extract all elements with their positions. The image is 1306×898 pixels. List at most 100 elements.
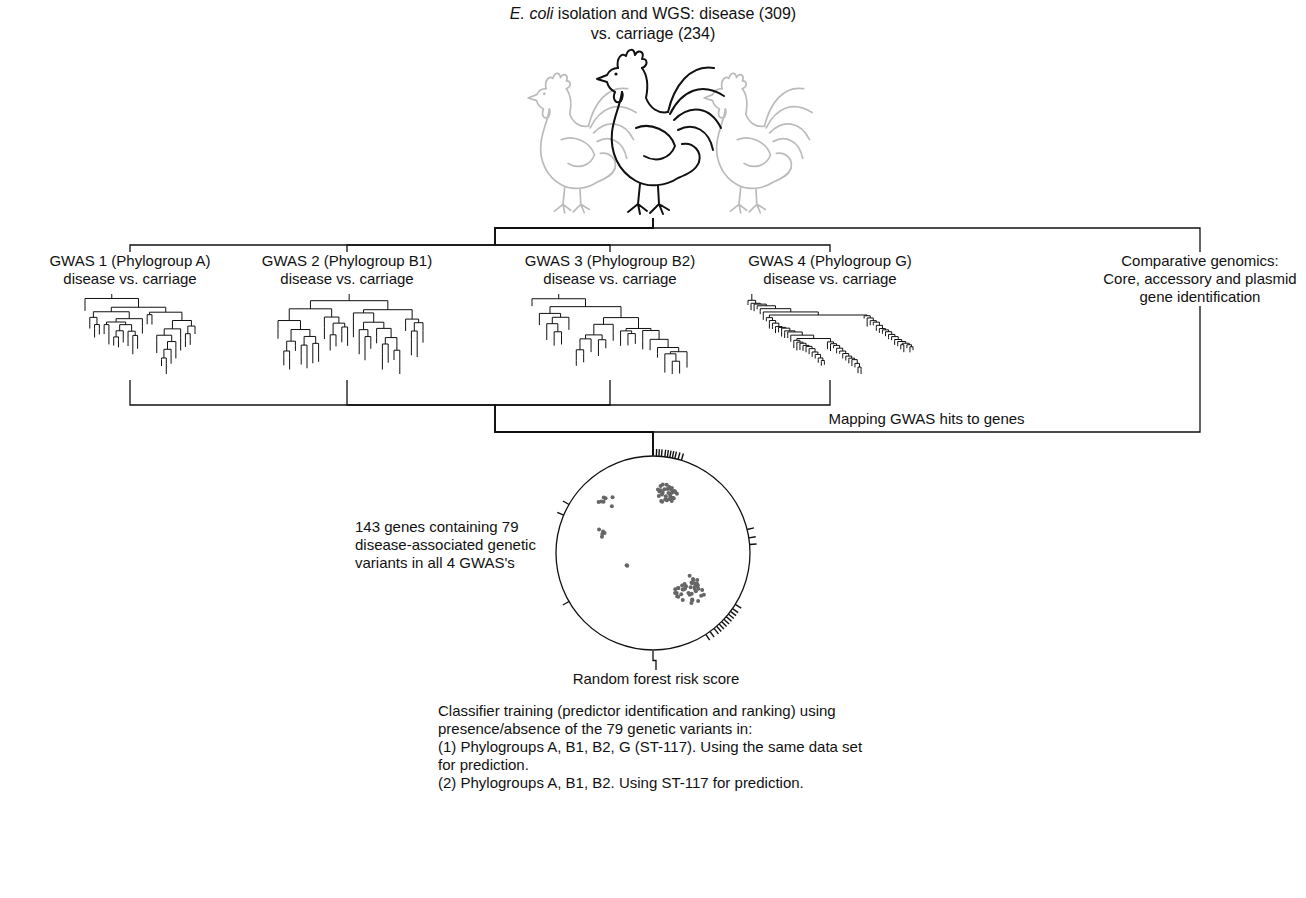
gene-tick (670, 451, 671, 458)
tree-branch (359, 330, 360, 340)
tree-branch (94, 329, 95, 338)
tree-branch (788, 331, 803, 332)
tree-branch (806, 346, 812, 347)
tree-branch (104, 330, 105, 334)
tree-branch (664, 365, 665, 373)
tree-branch (353, 313, 354, 320)
tree-branch (151, 321, 152, 325)
tree-branch (598, 349, 599, 356)
tree-branch (539, 322, 540, 325)
variant-dot (597, 500, 601, 504)
tree-branch (336, 335, 337, 342)
gene-tick (672, 451, 673, 458)
tree-branch (353, 320, 354, 337)
tree-branch (142, 319, 143, 327)
tree-branch (679, 365, 680, 374)
tree-branch (324, 317, 325, 328)
tree-branch (147, 318, 148, 325)
tree-branch (376, 338, 377, 344)
tree-branch (778, 329, 779, 332)
tree-branch (411, 331, 412, 339)
tree-branch (391, 328, 392, 337)
tree-branch (585, 299, 586, 307)
tree-branch (809, 351, 810, 354)
variant-dot (600, 535, 604, 539)
gene-tick (732, 609, 738, 613)
gene-tick (664, 450, 666, 457)
tree-branch (324, 328, 325, 339)
variant-dot (671, 496, 675, 500)
tree-branch (181, 312, 182, 320)
tree-branch (585, 335, 586, 339)
tree-branch (190, 339, 191, 345)
tree-branch (394, 350, 395, 356)
tree-branch (99, 328, 100, 334)
tree-branch (165, 307, 166, 312)
tree-branch (405, 319, 406, 326)
tree-branch (163, 349, 164, 358)
tree-branch (180, 329, 181, 337)
tree-branch (195, 331, 196, 334)
tree-branch (370, 337, 371, 343)
variant-dot (676, 595, 680, 599)
tree-branch (772, 326, 773, 329)
tree-branch (769, 323, 770, 328)
tree-branch (180, 337, 181, 350)
gene-tick (726, 617, 731, 622)
tree-branch (151, 315, 152, 321)
gene-tick (656, 449, 658, 456)
tree-branch (557, 324, 558, 332)
tree-branch (318, 343, 319, 353)
variant-dot (696, 587, 700, 591)
classifier-node: Random forest risk scoreClassifier train… (438, 670, 874, 792)
tree-branch (347, 327, 348, 335)
tree-branch (310, 301, 311, 309)
connector-line (495, 380, 653, 455)
tree-branch (423, 331, 424, 343)
tree-branch (331, 309, 332, 317)
tree-branch (116, 319, 117, 322)
connector-line (495, 380, 830, 455)
gwas-node: GWAS 2 (Phylogroup B1) disease vs. carri… (253, 252, 441, 380)
tree-branch (885, 334, 886, 336)
tree-branch (417, 340, 418, 357)
tree-branch (568, 317, 569, 326)
variant-dot (702, 593, 706, 597)
tree-branch (763, 315, 764, 320)
node-heading: Random forest risk score (438, 670, 874, 688)
edge-label: Mapping GWAS hits to genes (824, 410, 1028, 428)
tree-branch (171, 335, 172, 341)
tree-branch (560, 313, 561, 317)
tree-branch (532, 301, 533, 306)
tree-branch (118, 340, 119, 348)
tree-branch (546, 324, 547, 330)
tree-branch (156, 335, 157, 340)
source-node: E. coli isolation and WGS: disease (309)… (430, 2, 876, 218)
tree-branch (336, 341, 337, 346)
tree-branch (344, 323, 345, 327)
tree-branch (289, 309, 290, 321)
variant-dot (665, 483, 669, 487)
tree-branch (757, 308, 758, 309)
tree-branch (760, 312, 761, 314)
tree-branch (291, 330, 292, 342)
tree-branch (367, 330, 368, 337)
tree-branch (576, 350, 577, 361)
connector-line (347, 380, 653, 455)
tree-branch (175, 342, 176, 348)
connector-line (130, 380, 653, 455)
connector-line (347, 218, 653, 252)
tree-branch (89, 320, 90, 329)
variant-dot (664, 494, 668, 498)
gene-tick (728, 614, 733, 618)
tree-branch (827, 344, 828, 349)
tree-branch (388, 351, 389, 363)
tree-branch (129, 312, 130, 319)
tree-branch (635, 334, 636, 338)
tree-branch (399, 350, 400, 358)
variant-dot (690, 581, 694, 585)
tree-branch (195, 326, 196, 331)
tree-branch (824, 361, 825, 364)
tree-branch (104, 325, 105, 331)
node-heading: 143 genes containing 79 disease-associat… (355, 518, 547, 572)
